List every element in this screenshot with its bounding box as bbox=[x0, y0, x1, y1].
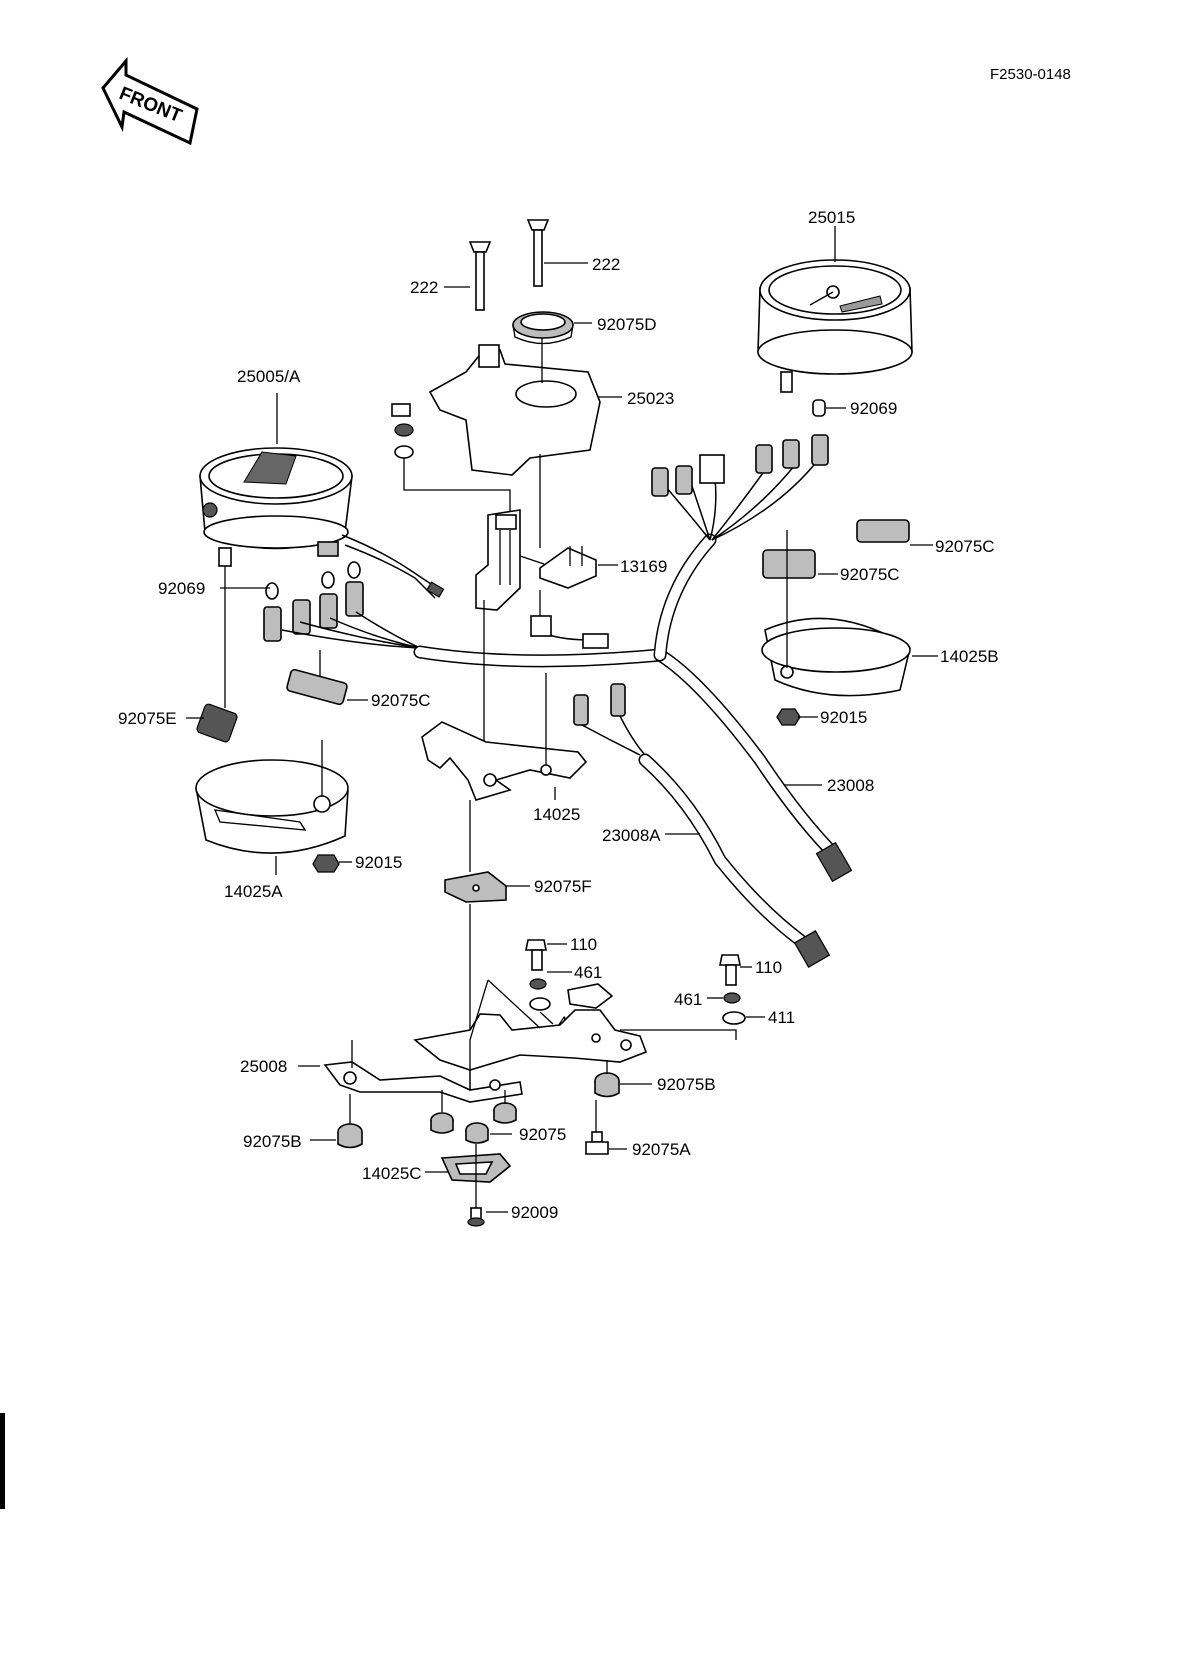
label-92069-right: 92069 bbox=[850, 399, 897, 418]
collar-small bbox=[394, 423, 414, 437]
rubber-small bbox=[391, 403, 411, 417]
left-meter-assembly: 25005/A bbox=[199, 367, 445, 599]
scan-edge-mark bbox=[0, 1413, 5, 1509]
bracket-14025 bbox=[421, 673, 588, 801]
label-13169: 13169 bbox=[620, 557, 667, 576]
label-23008A: 23008A bbox=[602, 826, 661, 845]
label-92075F: 92075F bbox=[534, 877, 592, 896]
left-bulb-sockets bbox=[263, 561, 364, 642]
switch-plug bbox=[530, 615, 552, 637]
label-110-right: 110 bbox=[755, 958, 782, 977]
label-110-left: 110 bbox=[570, 935, 597, 954]
damper-92075B-right bbox=[594, 1072, 620, 1098]
label-92075C-left: 92075C bbox=[371, 691, 431, 710]
indicator-switch bbox=[475, 509, 545, 611]
label-92069-left: 92069 bbox=[158, 579, 205, 598]
label-92075C-right-lower: 92075C bbox=[840, 565, 900, 584]
washer-461-right bbox=[723, 992, 741, 1004]
label-92015-left: 92015 bbox=[355, 853, 402, 872]
label-25005A: 25005/A bbox=[237, 367, 301, 386]
label-92075B-left: 92075B bbox=[243, 1132, 302, 1151]
nut-92015-right bbox=[776, 708, 801, 726]
label-23008: 23008 bbox=[827, 776, 874, 795]
label-92075C-right-upper: 92075C bbox=[935, 537, 995, 556]
screw-222-left bbox=[468, 241, 492, 311]
label-14025A: 14025A bbox=[224, 882, 283, 901]
damper-92075B-left bbox=[337, 1123, 363, 1149]
right-meter-assembly: 25015 bbox=[757, 208, 913, 393]
front-arrow-icon: FRONT bbox=[101, 56, 199, 146]
pad-92075C-upper bbox=[856, 519, 910, 543]
bolt-110-right bbox=[719, 954, 741, 986]
cover-14025B bbox=[761, 617, 938, 697]
washer-461-left bbox=[529, 978, 547, 990]
base-bracket-25008 bbox=[323, 979, 648, 1103]
harness-23008A bbox=[573, 683, 831, 968]
label-25015: 25015 bbox=[808, 208, 855, 227]
label-222-left: 222 bbox=[410, 278, 438, 297]
washer-411-right bbox=[722, 1011, 746, 1025]
bracket-13169 bbox=[539, 546, 597, 589]
label-25023: 25023 bbox=[627, 389, 674, 408]
label-92075: 92075 bbox=[519, 1125, 566, 1144]
grommet-92075D bbox=[512, 311, 574, 345]
collar-92075A bbox=[585, 1131, 609, 1155]
screw-92009 bbox=[467, 1207, 485, 1227]
label-92075B-right: 92075B bbox=[657, 1075, 716, 1094]
label-92075A: 92075A bbox=[632, 1140, 691, 1159]
right-bulb-sockets bbox=[651, 434, 829, 497]
label-222-right: 222 bbox=[592, 255, 620, 274]
label-461-left: 461 bbox=[574, 963, 602, 982]
pad-92075C-lower bbox=[762, 549, 816, 579]
label-25008: 25008 bbox=[240, 1057, 287, 1076]
washer-411-left bbox=[529, 997, 551, 1011]
label-411-right: 411 bbox=[768, 1008, 795, 1027]
main-wire-harness: 23008 bbox=[281, 459, 874, 883]
label-92015-right: 92015 bbox=[820, 708, 867, 727]
label-461-right: 461 bbox=[674, 990, 702, 1009]
cover-14025A bbox=[195, 740, 349, 875]
bolt-110-left bbox=[525, 939, 547, 971]
plate-92075F bbox=[444, 871, 507, 903]
label-14025: 14025 bbox=[533, 805, 580, 824]
cover-25023 bbox=[428, 338, 601, 476]
pad-92075C-left bbox=[286, 668, 348, 706]
nut-92015-left bbox=[312, 854, 340, 873]
pad-92075E bbox=[196, 703, 238, 743]
screw-222-right bbox=[526, 219, 550, 287]
label-14025B: 14025B bbox=[940, 647, 999, 666]
diagram-code: F2530-0148 bbox=[990, 66, 1071, 83]
label-14025C: 14025C bbox=[362, 1164, 422, 1183]
damper-92075-group bbox=[430, 1090, 517, 1144]
label-92075E: 92075E bbox=[118, 709, 177, 728]
label-92075D: 92075D bbox=[597, 315, 657, 334]
label-92009: 92009 bbox=[511, 1203, 558, 1222]
